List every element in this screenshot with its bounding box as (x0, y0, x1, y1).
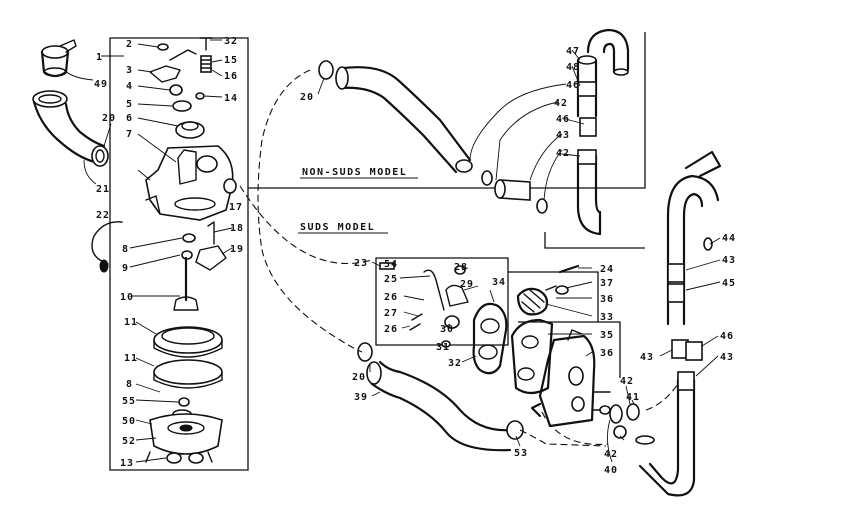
callout: 1 (96, 52, 103, 63)
callout: 43 (720, 352, 734, 363)
callout: 33 (600, 312, 614, 323)
callout: 31 (436, 342, 450, 353)
leaders-suds (369, 237, 721, 463)
callout: 28 (454, 262, 468, 273)
callout: 8 (122, 244, 129, 255)
callout: 55 (122, 396, 136, 407)
callout: 16 (224, 71, 238, 82)
callout: 14 (224, 93, 238, 104)
callout: 21 (96, 184, 110, 195)
callout: 36 (600, 294, 614, 305)
callout: 9 (122, 263, 129, 274)
callout: 2 (126, 39, 133, 50)
callout: 11 (124, 353, 138, 364)
callout: 47 (566, 46, 580, 57)
callout: 42 (556, 148, 570, 159)
callout: 42 (554, 98, 568, 109)
inlet-adapter-49 (40, 39, 77, 78)
leaders-non-suds (317, 49, 585, 201)
callout: 41 (626, 392, 640, 403)
callout: 3 (126, 65, 133, 76)
callout: 6 (126, 113, 133, 124)
callout: 17 (229, 202, 243, 213)
leaders-left (63, 39, 233, 463)
pump-mid-parts (173, 221, 227, 311)
callout: 42 (604, 449, 618, 460)
callout: 32 (224, 36, 238, 47)
callout: 27 (384, 308, 398, 319)
suds-model-caption: SUDS MODEL (300, 222, 375, 233)
callout: 37 (600, 278, 614, 289)
callout: 50 (122, 416, 136, 427)
callout: 52 (122, 436, 136, 447)
callout: 24 (600, 264, 614, 275)
callout: 36 (600, 348, 614, 359)
callout: 46 (556, 114, 570, 125)
callout: 22 (96, 210, 110, 221)
callout: 25 (384, 274, 398, 285)
callout: 18 (230, 223, 244, 234)
suds-small-connectors (599, 403, 640, 439)
callout: 53 (514, 448, 528, 459)
connector-parts-non-suds (481, 170, 548, 214)
callout: 49 (94, 79, 108, 90)
pump-base-parts (145, 397, 223, 464)
impeller-11 (153, 326, 223, 389)
routing-dashes (239, 69, 679, 447)
callout: 45 (722, 278, 736, 289)
callout: 29 (460, 279, 474, 290)
standpipe-non-suds (576, 28, 630, 236)
callout: 23 (354, 258, 368, 269)
ground-wire-22 (91, 221, 123, 273)
pump-body (145, 145, 237, 221)
gasket-32 (472, 302, 508, 375)
pump-upper-parts (149, 37, 213, 139)
callout: 4 (126, 81, 133, 92)
valve-body-35 (510, 318, 554, 395)
callout: 43 (722, 255, 736, 266)
callout: 10 (120, 292, 134, 303)
callout: 42 (620, 376, 634, 387)
callout: 54 (384, 259, 398, 270)
callout: 20 (352, 372, 366, 383)
callout: 8 (126, 379, 133, 390)
valve-housing-36 (530, 329, 611, 428)
callout: 44 (722, 233, 736, 244)
standpipe-suds (635, 150, 722, 497)
callout: 35 (600, 330, 614, 341)
callout: 40 (604, 465, 618, 476)
non-suds-model-frame (248, 32, 646, 249)
callout: 43 (640, 352, 654, 363)
callout: 46 (566, 80, 580, 91)
callout: 5 (126, 99, 133, 110)
callout-labels: 1 2 3 4 5 6 7 32 15 16 14 49 20 21 22 17… (94, 36, 736, 476)
callout: 39 (354, 392, 368, 403)
callout: 34 (492, 277, 506, 288)
drain-hose-non-suds (335, 66, 473, 174)
callout: 32 (448, 358, 462, 369)
callout: 11 (124, 317, 138, 328)
callout: 20 (300, 92, 314, 103)
callout: 43 (556, 130, 570, 141)
non-suds-model-caption: NON-SUDS MODEL (302, 167, 407, 178)
hose-clamp-20-top (318, 60, 334, 80)
callout: 13 (120, 458, 134, 469)
callout: 46 (720, 331, 734, 342)
hose-clamp-20-left (91, 145, 109, 167)
callout: 26 (384, 324, 398, 335)
suds-model-frame (375, 257, 621, 378)
screw-24 (555, 264, 580, 295)
callout: 30 (440, 324, 454, 335)
callout: 7 (126, 129, 133, 140)
callout: 48 (566, 62, 580, 73)
elbow-hose-21 (32, 90, 106, 164)
callout: 26 (384, 292, 398, 303)
drain-hose-suds-39 (357, 342, 524, 452)
solenoid-33 (516, 285, 557, 316)
callout: 20 (102, 113, 116, 124)
callout: 19 (230, 244, 244, 255)
callout: 15 (224, 55, 238, 66)
